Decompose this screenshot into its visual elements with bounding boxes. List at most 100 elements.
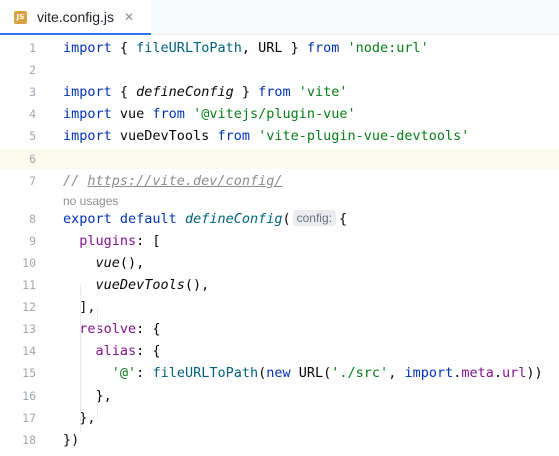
code-token: } [233,84,259,101]
codevision-usages[interactable]: no usages [63,193,119,208]
code-text: '@': fileURLToPath(new URL('./src', impo… [63,363,543,383]
line-number: 17 [22,410,36,425]
code-token: }, [79,409,96,426]
indent-guide [97,307,98,335]
line-number: 16 [22,388,36,403]
code-token [185,106,193,122]
code-token: import [63,106,112,123]
code-text: }, [63,408,96,428]
editor-tab-bar: JS vite.config.js ✕ [0,0,559,35]
code-line[interactable]: 18}) [0,430,559,450]
code-token: meta [461,365,494,382]
code-token: // [63,172,88,189]
code-token: vueDevTools [111,128,218,145]
code-token: 'vite' [298,84,348,101]
code-text: alias: { [63,341,161,361]
code-token [63,255,96,271]
line-number: 4 [29,107,36,122]
code-token: from [217,128,250,145]
code-token: ], [79,299,96,316]
code-token: fileURLToPath [136,40,242,56]
code-token: resolve [79,321,137,338]
code-line[interactable]: 1 import { fileURLToPath, URL } from 'nod… [0,38,559,58]
code-line[interactable]: 11 vueDevTools(), [0,275,559,295]
code-token [291,84,299,100]
code-token: { [111,40,137,56]
code-token: { [338,210,348,227]
code-token: import [404,365,454,382]
line-number: 7 [29,173,36,188]
code-token: import [63,84,112,101]
line-number: 13 [22,322,36,337]
code-line[interactable]: 12 ], [0,297,559,317]
code-line[interactable]: 15 '@': fileURLToPath(new URL('./src', i… [0,363,559,383]
line-number: 12 [22,300,36,315]
code-token: from [306,40,340,56]
code-text: ], [63,297,96,317]
code-token: : [ [136,232,161,249]
code-token: , [388,365,405,382]
code-token: alias [95,343,137,360]
code-text: vue(), [63,253,145,273]
code-token: './src' [331,365,389,382]
close-icon[interactable]: ✕ [124,10,135,24]
line-number: 18 [22,432,36,447]
code-token: '@' [111,365,137,382]
code-token: (), [184,277,210,293]
code-token: . [493,365,503,382]
tab-vite-config[interactable]: JS vite.config.js ✕ [0,0,151,35]
code-token: 'node:url' [347,40,429,56]
code-line[interactable]: 9 plugins: [ [0,231,559,251]
line-number: 15 [22,366,36,381]
indent-guide [97,396,98,418]
code-token: ( [282,210,291,227]
line-number: 6 [29,151,36,166]
line-number: 1 [29,41,36,55]
code-token: https://vite.dev/config/ [87,172,283,189]
code-text: import vue from '@vitejs/plugin-vue' [63,104,356,124]
code-token: new [266,365,291,382]
code-text: vueDevTools(), [63,275,210,295]
code-line[interactable]: 7 // https://vite.dev/config/ [0,171,559,191]
code-line[interactable]: 13 resolve: { [0,319,559,339]
indent-guide [80,285,81,433]
code-token: : [136,365,153,382]
code-token: import [63,40,112,56]
code-token: fileURLToPath [152,365,259,382]
line-number: 10 [22,255,36,270]
code-token: URL( [290,365,332,382]
line-number: 3 [29,85,36,100]
code-token: from [258,84,291,101]
code-token: , URL } [241,40,307,56]
code-text: import { fileURLToPath, URL } from 'node… [63,38,429,58]
line-number: 11 [22,278,36,292]
code-token: : { [136,343,161,360]
code-token [250,128,258,144]
code-line[interactable]: 14 alias: { [0,341,559,361]
code-token: (), [119,254,145,271]
line-number: 14 [22,344,36,359]
code-line[interactable]: 10 vue(), [0,253,559,273]
code-text: }) [63,430,79,450]
code-token: ( [258,365,267,382]
code-line[interactable]: 16 }, [0,386,559,406]
code-line[interactable]: 6 [0,148,559,169]
code-token: defineConfig [136,84,234,101]
code-line[interactable]: 17 }, [0,408,559,428]
code-token: }) [63,431,80,448]
code-line[interactable]: 4 import vue from '@vitejs/plugin-vue' [0,104,559,124]
code-text: import vueDevTools from 'vite-plugin-vue… [63,126,469,146]
code-text: // https://vite.dev/config/ [63,171,282,191]
code-token: }, [63,387,112,404]
code-token: vue [95,254,120,271]
code-token [339,40,347,56]
code-line[interactable]: 2 [0,60,559,80]
line-number: 9 [29,233,36,248]
code-token: : { [136,321,161,338]
code-token [177,211,185,227]
code-token [63,321,79,337]
